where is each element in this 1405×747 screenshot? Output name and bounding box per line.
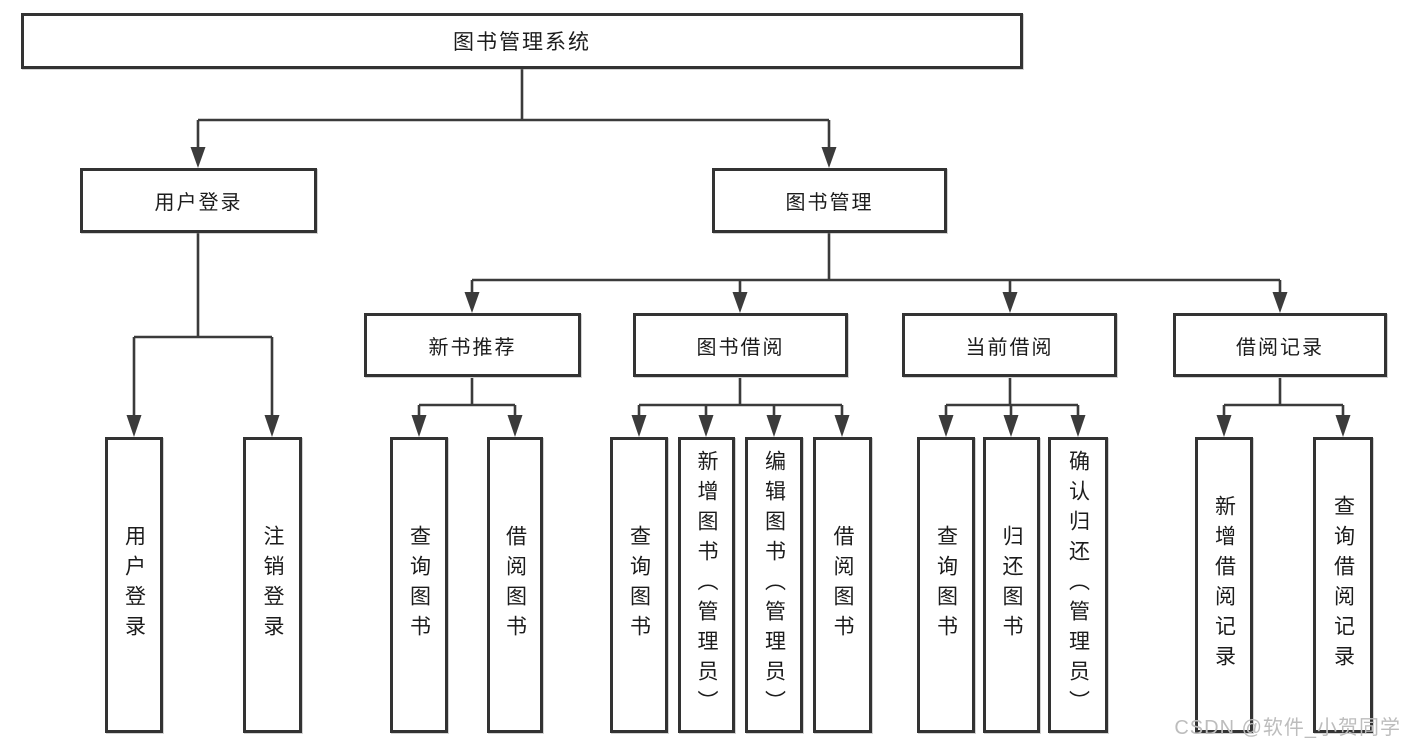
connector-records-branch — [1222, 378, 1345, 418]
leaf-query-books-cb: 查询图书 — [917, 437, 975, 733]
arrowhead-cb-leaf-0 — [938, 415, 954, 437]
arrowhead-borrow-records — [1272, 292, 1288, 313]
arrowhead-new-book — [464, 292, 480, 313]
leaf-query-books-nb: 查询图书 — [390, 437, 448, 733]
arrowhead-bb-leaf-0 — [631, 415, 647, 437]
leaf-user-login: 用户登录 — [105, 437, 163, 733]
arrowhead-user-login — [190, 147, 206, 168]
node-current-borrow: 当前借阅 — [902, 313, 1117, 377]
arrowhead-book-manage — [821, 147, 837, 168]
arrowhead-nb-leaf-0 — [411, 415, 427, 437]
arrowhead-login-leaf-0 — [126, 415, 142, 437]
arrowhead-cb-leaf-1 — [1003, 415, 1019, 437]
arrowhead-nb-leaf-1 — [507, 415, 523, 437]
arrowhead-login-leaf-1 — [264, 415, 280, 437]
arrowhead-book-borrow — [732, 292, 748, 313]
leaf-edit-books-admin: 编辑图书（管理员） — [745, 437, 803, 733]
leaf-confirm-return-admin: 确认归还（管理员） — [1048, 437, 1108, 733]
arrowhead-br-leaf-0 — [1216, 415, 1232, 437]
node-user-login: 用户登录 — [80, 168, 317, 233]
connector-login-branch — [132, 233, 274, 418]
leaf-add-books-admin: 新增图书（管理员） — [678, 437, 735, 733]
arrowhead-br-leaf-1 — [1335, 415, 1351, 437]
arrowhead-current-borrow — [1002, 292, 1018, 313]
arrowhead-cb-leaf-2 — [1070, 415, 1086, 437]
arrowhead-bb-leaf-3 — [834, 415, 850, 437]
leaf-borrow-books-bb: 借阅图书 — [813, 437, 872, 733]
node-book-manage: 图书管理 — [712, 168, 947, 233]
watermark: CSDN @软件_小贺同学 — [1174, 717, 1401, 739]
leaf-query-borrow-record: 查询借阅记录 — [1313, 437, 1373, 733]
leaf-return-books: 归还图书 — [983, 437, 1040, 733]
connector-root-branch — [196, 69, 831, 150]
node-library-system: 图书管理系统 — [21, 13, 1023, 69]
leaf-logout: 注销登录 — [243, 437, 302, 733]
leaf-borrow-books-nb: 借阅图书 — [487, 437, 543, 733]
leaf-add-borrow-record: 新增借阅记录 — [1195, 437, 1253, 733]
node-book-borrow: 图书借阅 — [633, 313, 848, 377]
arrowhead-bb-leaf-1 — [698, 415, 714, 437]
connector-manage-branch — [470, 233, 1282, 295]
connector-current-branch — [944, 378, 1080, 418]
node-borrow-records: 借阅记录 — [1173, 313, 1387, 377]
arrowhead-bb-leaf-2 — [766, 415, 782, 437]
connector-borrow-branch — [637, 378, 844, 418]
connector-newbook-branch — [417, 378, 517, 418]
leaf-query-books-bb: 查询图书 — [610, 437, 668, 733]
node-new-book-recommend: 新书推荐 — [364, 313, 581, 377]
